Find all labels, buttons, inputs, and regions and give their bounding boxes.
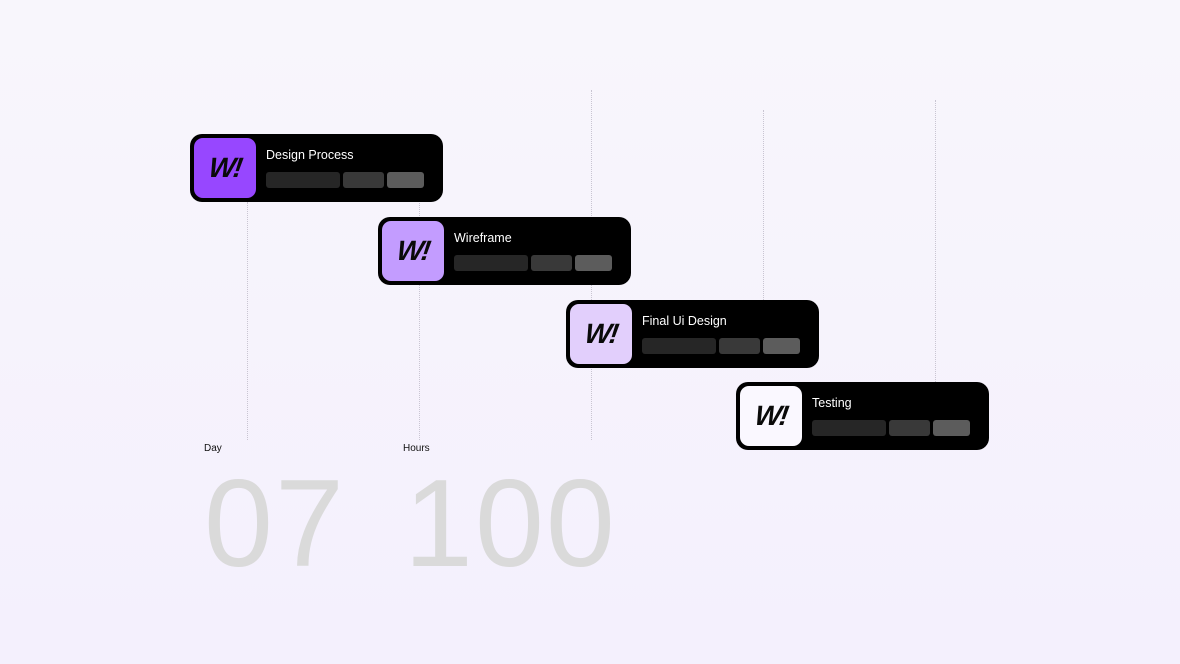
- app-logo-icon: W!: [570, 304, 632, 364]
- progress-segment: [933, 420, 970, 436]
- hours-value: 100: [404, 455, 617, 593]
- app-logo-icon: W!: [740, 386, 802, 446]
- progress-segment: [575, 255, 612, 271]
- task-card-wireframe[interactable]: W! Wireframe: [378, 217, 631, 285]
- progress-segment: [387, 172, 424, 188]
- task-card-testing[interactable]: W! Testing: [736, 382, 989, 450]
- progress-segment: [812, 420, 886, 436]
- task-title: Final Ui Design: [642, 314, 727, 328]
- progress-segment: [343, 172, 384, 188]
- task-title: Design Process: [266, 148, 354, 162]
- progress-segment: [454, 255, 528, 271]
- progress-segment: [266, 172, 340, 188]
- timeline-guide: [247, 202, 248, 440]
- app-logo-icon: W!: [382, 221, 444, 281]
- timeline-guide: [763, 110, 764, 300]
- progress-segment: [763, 338, 800, 354]
- progress-segment: [642, 338, 716, 354]
- timeline-guide: [419, 200, 420, 440]
- progress-segment: [719, 338, 760, 354]
- task-card-design-process[interactable]: W! Design Process: [190, 134, 443, 202]
- timeline-guide: [935, 100, 936, 382]
- day-label: Day: [204, 443, 222, 454]
- hours-label: Hours: [403, 443, 430, 454]
- task-title: Testing: [812, 396, 852, 410]
- progress-segment: [531, 255, 572, 271]
- app-logo-icon: W!: [194, 138, 256, 198]
- task-title: Wireframe: [454, 231, 512, 245]
- progress-segment: [889, 420, 930, 436]
- task-card-final-ui-design[interactable]: W! Final Ui Design: [566, 300, 819, 368]
- day-value: 07: [204, 455, 346, 593]
